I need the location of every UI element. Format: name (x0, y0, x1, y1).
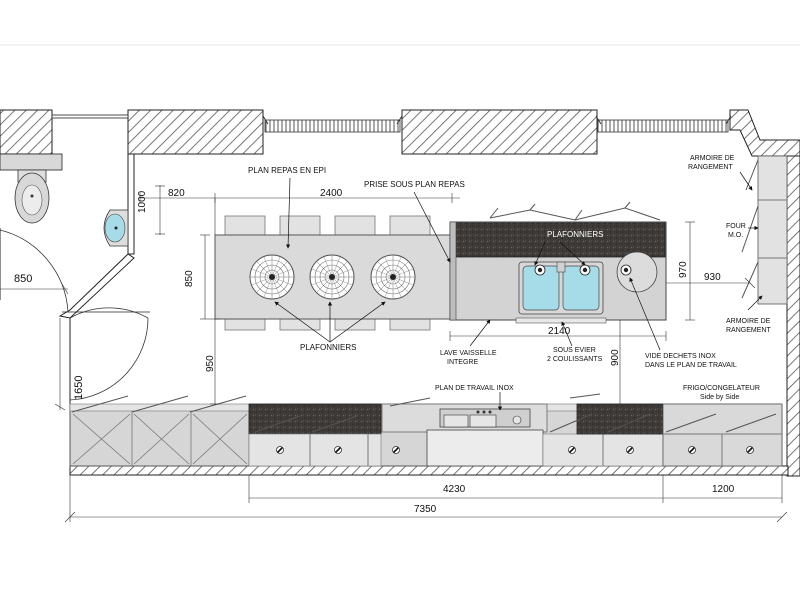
chair (389, 317, 431, 331)
sink-island (449, 201, 667, 324)
tall-cabinets-right (741, 155, 788, 305)
dim-1000: 1000 (137, 190, 148, 213)
chair (224, 317, 266, 331)
chair (389, 215, 431, 237)
handle-icon (333, 445, 343, 455)
cabinet-left (72, 411, 250, 466)
wall-right (786, 155, 800, 477)
waste-chute-icon (616, 251, 658, 293)
label-armoire-top-2: RANGEMENT (688, 164, 733, 171)
dim-1200: 1200 (712, 484, 735, 495)
label-lave-2: INTEGRE (447, 359, 478, 366)
toilet-icon (14, 169, 50, 224)
oven-front (426, 429, 544, 467)
leader-lines (274, 171, 763, 411)
counter-run (69, 393, 783, 467)
handle-icon (391, 445, 401, 455)
dim-900: 900 (610, 349, 621, 366)
dim-4230: 4230 (443, 484, 466, 495)
label-frigo-2: Side by Side (700, 394, 739, 401)
granite-block-right (576, 403, 664, 435)
dim-2400: 2400 (320, 188, 343, 199)
label-vide-2: DANS LE PLAN DE TRAVAIL (645, 362, 737, 369)
wall-top-center-left (127, 109, 264, 155)
label-frigo-1: FRIGO/CONGELATEUR (683, 385, 760, 392)
dim-930: 930 (704, 272, 721, 283)
dim-7350: 7350 (414, 504, 437, 515)
dim-850-table: 850 (184, 270, 195, 287)
label-plan-repas: PLAN REPAS EN EPI (248, 166, 326, 175)
dimension-lines (0, 185, 788, 523)
label-prise: PRISE SOUS PLAN REPAS (364, 180, 465, 189)
handle-icon (745, 445, 755, 455)
label-plan-travail: PLAN DE TRAVAIL INOX (435, 385, 514, 392)
sink-icon (518, 261, 604, 315)
label-sous-1: SOUS EVIER (553, 347, 596, 354)
bathroom-partition (127, 153, 135, 255)
dim-950: 950 (205, 355, 216, 372)
label-sous-2: 2 COULISSANTS (547, 356, 603, 363)
granite-backsplash (454, 222, 666, 258)
wall-bottom (69, 465, 789, 476)
chair (334, 215, 376, 237)
label-four-2: M.O. (728, 232, 743, 239)
dim-850-bathroom: 850 (14, 273, 32, 285)
washbasin-icon (103, 209, 129, 247)
handle-icon (567, 445, 577, 455)
handle-icon (687, 445, 697, 455)
dining-table (214, 215, 453, 331)
dim-970: 970 (678, 261, 689, 278)
dim-2140: 2140 (548, 326, 571, 337)
dim-1650: 1650 (73, 376, 85, 400)
radiator-left (264, 119, 401, 133)
label-plafonniers-island: PLAFONNIERS (547, 230, 603, 239)
ceiling-light-icon (309, 254, 355, 300)
label-armoire-bot-2: RANGEMENT (726, 327, 771, 334)
label-plafonniers-table: PLAFONNIERS (300, 343, 356, 352)
wall-top-left (0, 109, 53, 155)
ceiling-light-icon (249, 254, 295, 300)
handle-icon (275, 445, 285, 455)
label-lave-1: LAVE VAISSELLE (440, 350, 497, 357)
wall-top-right (729, 109, 800, 157)
granite-block-left (248, 403, 382, 435)
walls (0, 44, 800, 477)
label-armoire-top-1: ARMOIRE DE (690, 155, 735, 162)
chair (279, 215, 321, 237)
wall-top-center (401, 109, 598, 155)
label-vide-1: VIDE DECHETS INOX (645, 353, 716, 360)
cooktop-icon (439, 408, 531, 428)
radiator-right (597, 119, 729, 133)
chair (224, 215, 266, 237)
label-armoire-bot-1: ARMOIRE DE (726, 318, 771, 325)
handle-icon (625, 445, 635, 455)
label-four-1: FOUR (726, 223, 746, 230)
ceiling-light-icon (370, 254, 416, 300)
dim-820: 820 (168, 188, 185, 199)
